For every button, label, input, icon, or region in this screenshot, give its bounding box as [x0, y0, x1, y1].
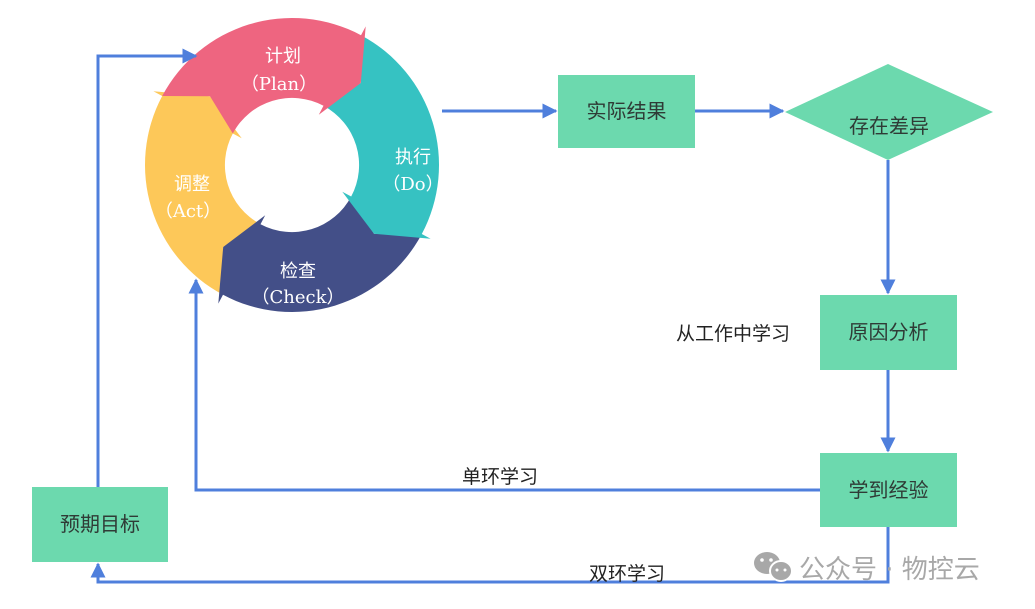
- check-segment: [218, 196, 422, 313]
- arrow-goal-to-plan: [96, 48, 198, 487]
- double-loop-label: 双环学习: [589, 563, 665, 585]
- cause-analysis-label: 原因分析: [849, 320, 929, 344]
- cause-analysis-box: [820, 295, 957, 370]
- do-segment: [323, 35, 440, 239]
- plan-subtitle: （Plan）: [241, 74, 317, 95]
- node-cause-analysis: 原因分析: [820, 295, 957, 370]
- node-difference: 存在差异: [785, 64, 993, 160]
- expected-goal-label: 预期目标: [60, 512, 140, 536]
- wechat-icon: [754, 552, 793, 582]
- do-subtitle: （Do）: [382, 174, 443, 195]
- do-title: 执行: [395, 147, 431, 168]
- watermark: 公众号 · 物控云: [754, 552, 980, 585]
- act-segment: [144, 91, 261, 295]
- difference-diamond: [785, 64, 993, 160]
- node-lessons-learned: 学到经验: [820, 453, 957, 527]
- check-title: 检查: [280, 261, 316, 282]
- arrow-single-loop: [188, 278, 820, 492]
- lessons-learned-box: [820, 453, 957, 527]
- actual-result-box: [558, 75, 695, 148]
- actual-result-label: 实际结果: [587, 99, 667, 123]
- single-loop-label: 单环学习: [462, 466, 538, 488]
- difference-label: 存在差异: [849, 114, 929, 138]
- plan-title: 计划: [265, 46, 301, 67]
- check-subtitle: （Check）: [251, 287, 344, 308]
- act-subtitle: （Act）: [155, 201, 221, 222]
- plan-segment: [162, 17, 366, 134]
- watermark-text: 公众号 · 物控云: [799, 555, 980, 585]
- pdca-ring: 计划 （Plan） 执行 （Do） 检查 （Check） 调整 （Act）: [144, 17, 444, 313]
- learn-from-work-label: 从工作中学习: [676, 323, 790, 345]
- node-actual-result: 实际结果: [558, 75, 695, 148]
- arrow-double-loop: [90, 527, 890, 584]
- connectors: [90, 48, 896, 584]
- node-expected-goal: 预期目标: [32, 487, 168, 562]
- act-title: 调整: [174, 174, 210, 195]
- lessons-learned-label: 学到经验: [849, 478, 929, 502]
- expected-goal-box: [32, 487, 168, 562]
